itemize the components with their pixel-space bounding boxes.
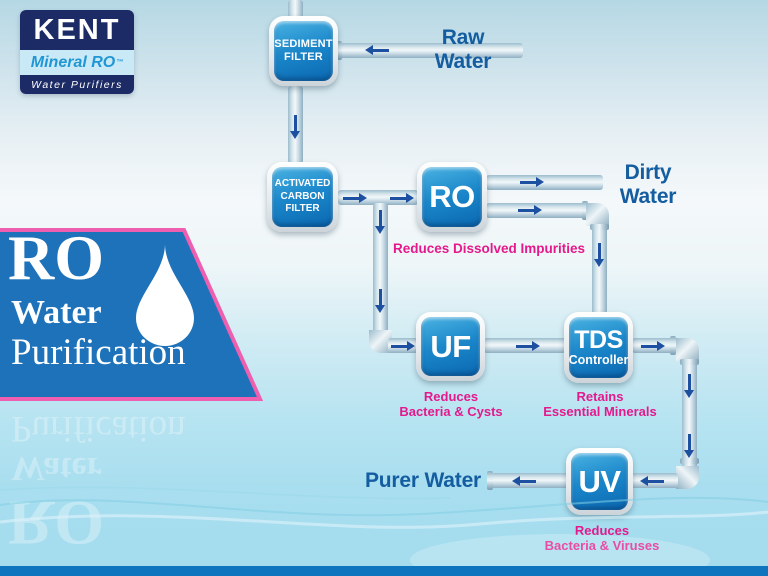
node-sediment-filter: SEDIMENT FILTER xyxy=(269,16,338,86)
flow-arrow-left xyxy=(640,476,664,486)
caption-line: Reduces xyxy=(574,523,630,538)
pipe-down-to-uv xyxy=(682,359,697,468)
label-raw-water: Raw Water xyxy=(408,26,518,74)
brand-tagline: Water Purifiers xyxy=(20,75,134,94)
pipe-collar xyxy=(582,201,588,220)
flow-arrow-down xyxy=(684,374,694,398)
banner-shape xyxy=(0,228,264,401)
pipe-collar xyxy=(680,458,699,464)
pipe-collar xyxy=(487,471,493,490)
flow-arrow-down xyxy=(375,289,385,313)
pipe-collar xyxy=(336,41,342,60)
flow-arrow-right xyxy=(520,177,544,187)
caption-uf: Reduces Bacteria & Cysts xyxy=(361,389,541,419)
water-drop-icon xyxy=(136,244,194,346)
node-label: FILTER xyxy=(285,203,320,215)
caption-tds: Retains Essential Minerals xyxy=(509,389,691,419)
pipe-carbon-to-ro xyxy=(338,190,418,205)
flow-arrow-down xyxy=(375,210,385,234)
node-label: TDS xyxy=(574,325,623,354)
reflection-line3: Purification xyxy=(11,408,186,449)
label-line: Water xyxy=(434,50,492,73)
pipe-elbow xyxy=(586,203,609,226)
banner-title: RO Water Purification xyxy=(0,224,260,400)
pipe-top-stub xyxy=(288,0,303,18)
node-label: CARBON xyxy=(280,190,325,202)
node-ro: RO xyxy=(417,162,487,232)
node-label: FILTER xyxy=(284,51,323,63)
flow-arrow-left xyxy=(365,45,389,55)
pipe-elbow xyxy=(676,338,699,361)
label-line: Dirty xyxy=(624,161,672,184)
node-tds-controller: TDS Controller xyxy=(564,312,633,383)
flow-arrow-right xyxy=(390,193,414,203)
pipe-elbow xyxy=(369,330,392,353)
flow-arrow-right xyxy=(518,205,542,215)
pipe-branch-down xyxy=(373,203,388,333)
node-label: SEDIMENT xyxy=(274,38,333,50)
banner-line1: RO xyxy=(8,222,104,293)
label-line: Raw xyxy=(441,26,485,49)
caption-line: Bacteria & Viruses xyxy=(511,538,693,553)
pipe-ro-to-dirty xyxy=(486,175,603,190)
product-name-text: Mineral RO xyxy=(30,53,116,71)
label-dirty-water: Dirty Water xyxy=(598,161,698,209)
brand-name: KENT xyxy=(20,10,134,50)
caption-line: Bacteria & Cysts xyxy=(399,404,503,419)
caption-line: Reduces xyxy=(423,389,479,404)
pipe-elbow xyxy=(676,466,699,489)
caption-line: Retains xyxy=(576,389,624,404)
flow-arrow-right xyxy=(641,341,665,351)
node-uv: UV xyxy=(566,448,633,515)
pipe-collar xyxy=(680,359,699,365)
node-uf: UF xyxy=(416,312,485,381)
pipe-down-to-tds xyxy=(592,224,607,314)
label-line: Water xyxy=(619,185,677,208)
water-wave-decoration xyxy=(0,486,768,566)
pipe-collar xyxy=(590,224,609,230)
caption-line: Essential Minerals xyxy=(543,404,657,419)
caption-ro: Reduces Dissolved Impurities xyxy=(392,241,586,256)
pipe-raw-to-sediment xyxy=(338,43,523,58)
label-purer-water: Purer Water xyxy=(364,469,482,492)
banner-line2: Water xyxy=(11,294,102,331)
flow-arrow-down xyxy=(594,243,604,267)
bottom-bar xyxy=(0,566,768,576)
flow-arrow-down xyxy=(684,434,694,458)
flow-arrow-right xyxy=(391,341,415,351)
pipe-collar xyxy=(670,336,676,355)
flow-arrow-right xyxy=(516,341,540,351)
node-label: RO xyxy=(429,179,475,214)
node-sublabel: Controller xyxy=(568,352,629,367)
node-activated-carbon-filter: ACTIVATED CARBON FILTER xyxy=(267,162,338,232)
node-label: UF xyxy=(430,328,471,364)
node-label: ACTIVATED xyxy=(274,178,331,190)
flow-arrow-down xyxy=(290,115,300,139)
node-label: UV xyxy=(578,463,621,499)
trademark-symbol: ™ xyxy=(116,59,124,66)
flow-arrow-right xyxy=(343,193,367,203)
caption-uv: Reduces Bacteria & Viruses xyxy=(511,523,693,553)
flow-arrow-left xyxy=(512,476,536,486)
